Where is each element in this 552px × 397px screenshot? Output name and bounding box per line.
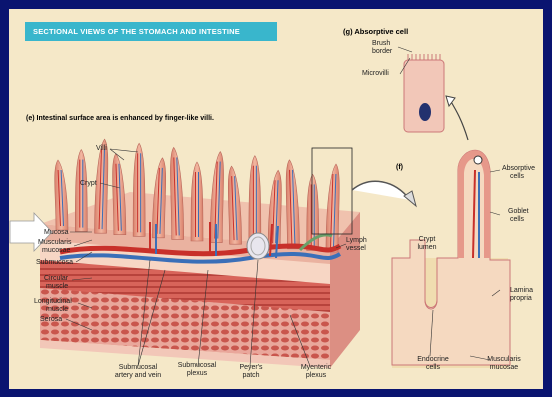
- label-crypt-lumen-2: lumen: [414, 244, 440, 252]
- label-mm-f-2: mucosae: [482, 364, 526, 372]
- label-microvilli: Microvilli: [362, 70, 389, 78]
- label-endocrine-1: Endocrine: [412, 356, 454, 364]
- label-lymph-1: Lymph: [346, 237, 367, 245]
- label-lamina-2: propria: [510, 295, 532, 303]
- title-banner: SECTIONAL VIEWS OF THE STOMACH AND INTES…: [25, 22, 277, 41]
- label-brush-1: Brush: [372, 40, 390, 48]
- label-crypt-lumen-1: Crypt: [414, 236, 440, 244]
- label-serosa: Serosa: [40, 316, 62, 324]
- label-circular-2: muscle: [46, 283, 68, 291]
- label-goblet-2: cells: [510, 216, 524, 224]
- label-longitudinal-1: Longitudinal: [34, 298, 72, 306]
- label-submucosal-av-1: Submucosal: [110, 364, 166, 372]
- label-lymph-2: vessel: [346, 245, 366, 253]
- label-muscularis-mucosae-2: mucosae: [42, 247, 70, 255]
- banner-title: SECTIONAL VIEWS OF THE STOMACH AND INTES…: [33, 27, 240, 36]
- label-peyers-2: patch: [234, 372, 268, 380]
- label-crypt: Crypt: [80, 180, 97, 188]
- panel-e-title: (e) Intestinal surface area is enhanced …: [26, 115, 214, 122]
- label-submucosal-plexus-1: Submucosal: [172, 362, 222, 370]
- cell-highlight: [474, 156, 482, 164]
- label-villi: Villi: [96, 145, 107, 153]
- label-myenteric-2: plexus: [294, 372, 338, 380]
- label-brush-2: border: [372, 48, 392, 56]
- label-endocrine-2: cells: [412, 364, 454, 372]
- label-submucosa: Submucosa: [36, 259, 73, 267]
- absorptive-cell: [404, 60, 444, 132]
- label-absorptive-1: Absorptive: [502, 165, 535, 173]
- label-muscularis-mucosae-1: Muscularis: [38, 239, 71, 247]
- panel-f-letter: (f): [396, 164, 403, 171]
- label-submucosal-av-2: artery and vein: [110, 372, 166, 380]
- label-absorptive-2: cells: [510, 173, 524, 181]
- label-submucosal-plexus-2: plexus: [172, 370, 222, 378]
- label-goblet-1: Goblet: [508, 208, 529, 216]
- label-peyers-1: Peyer's: [234, 364, 268, 372]
- label-mm-f-1: Muscularis: [482, 356, 526, 364]
- label-circular-1: Circular: [44, 275, 68, 283]
- label-mucosa: Mucosa: [44, 229, 69, 237]
- panel-g-title: (g) Absorptive cell: [343, 27, 408, 36]
- label-longitudinal-2: muscle: [46, 306, 68, 314]
- label-myenteric-1: Myenteric: [294, 364, 338, 372]
- cell-nucleus: [419, 103, 431, 121]
- label-lamina-1: Lamina: [510, 287, 533, 295]
